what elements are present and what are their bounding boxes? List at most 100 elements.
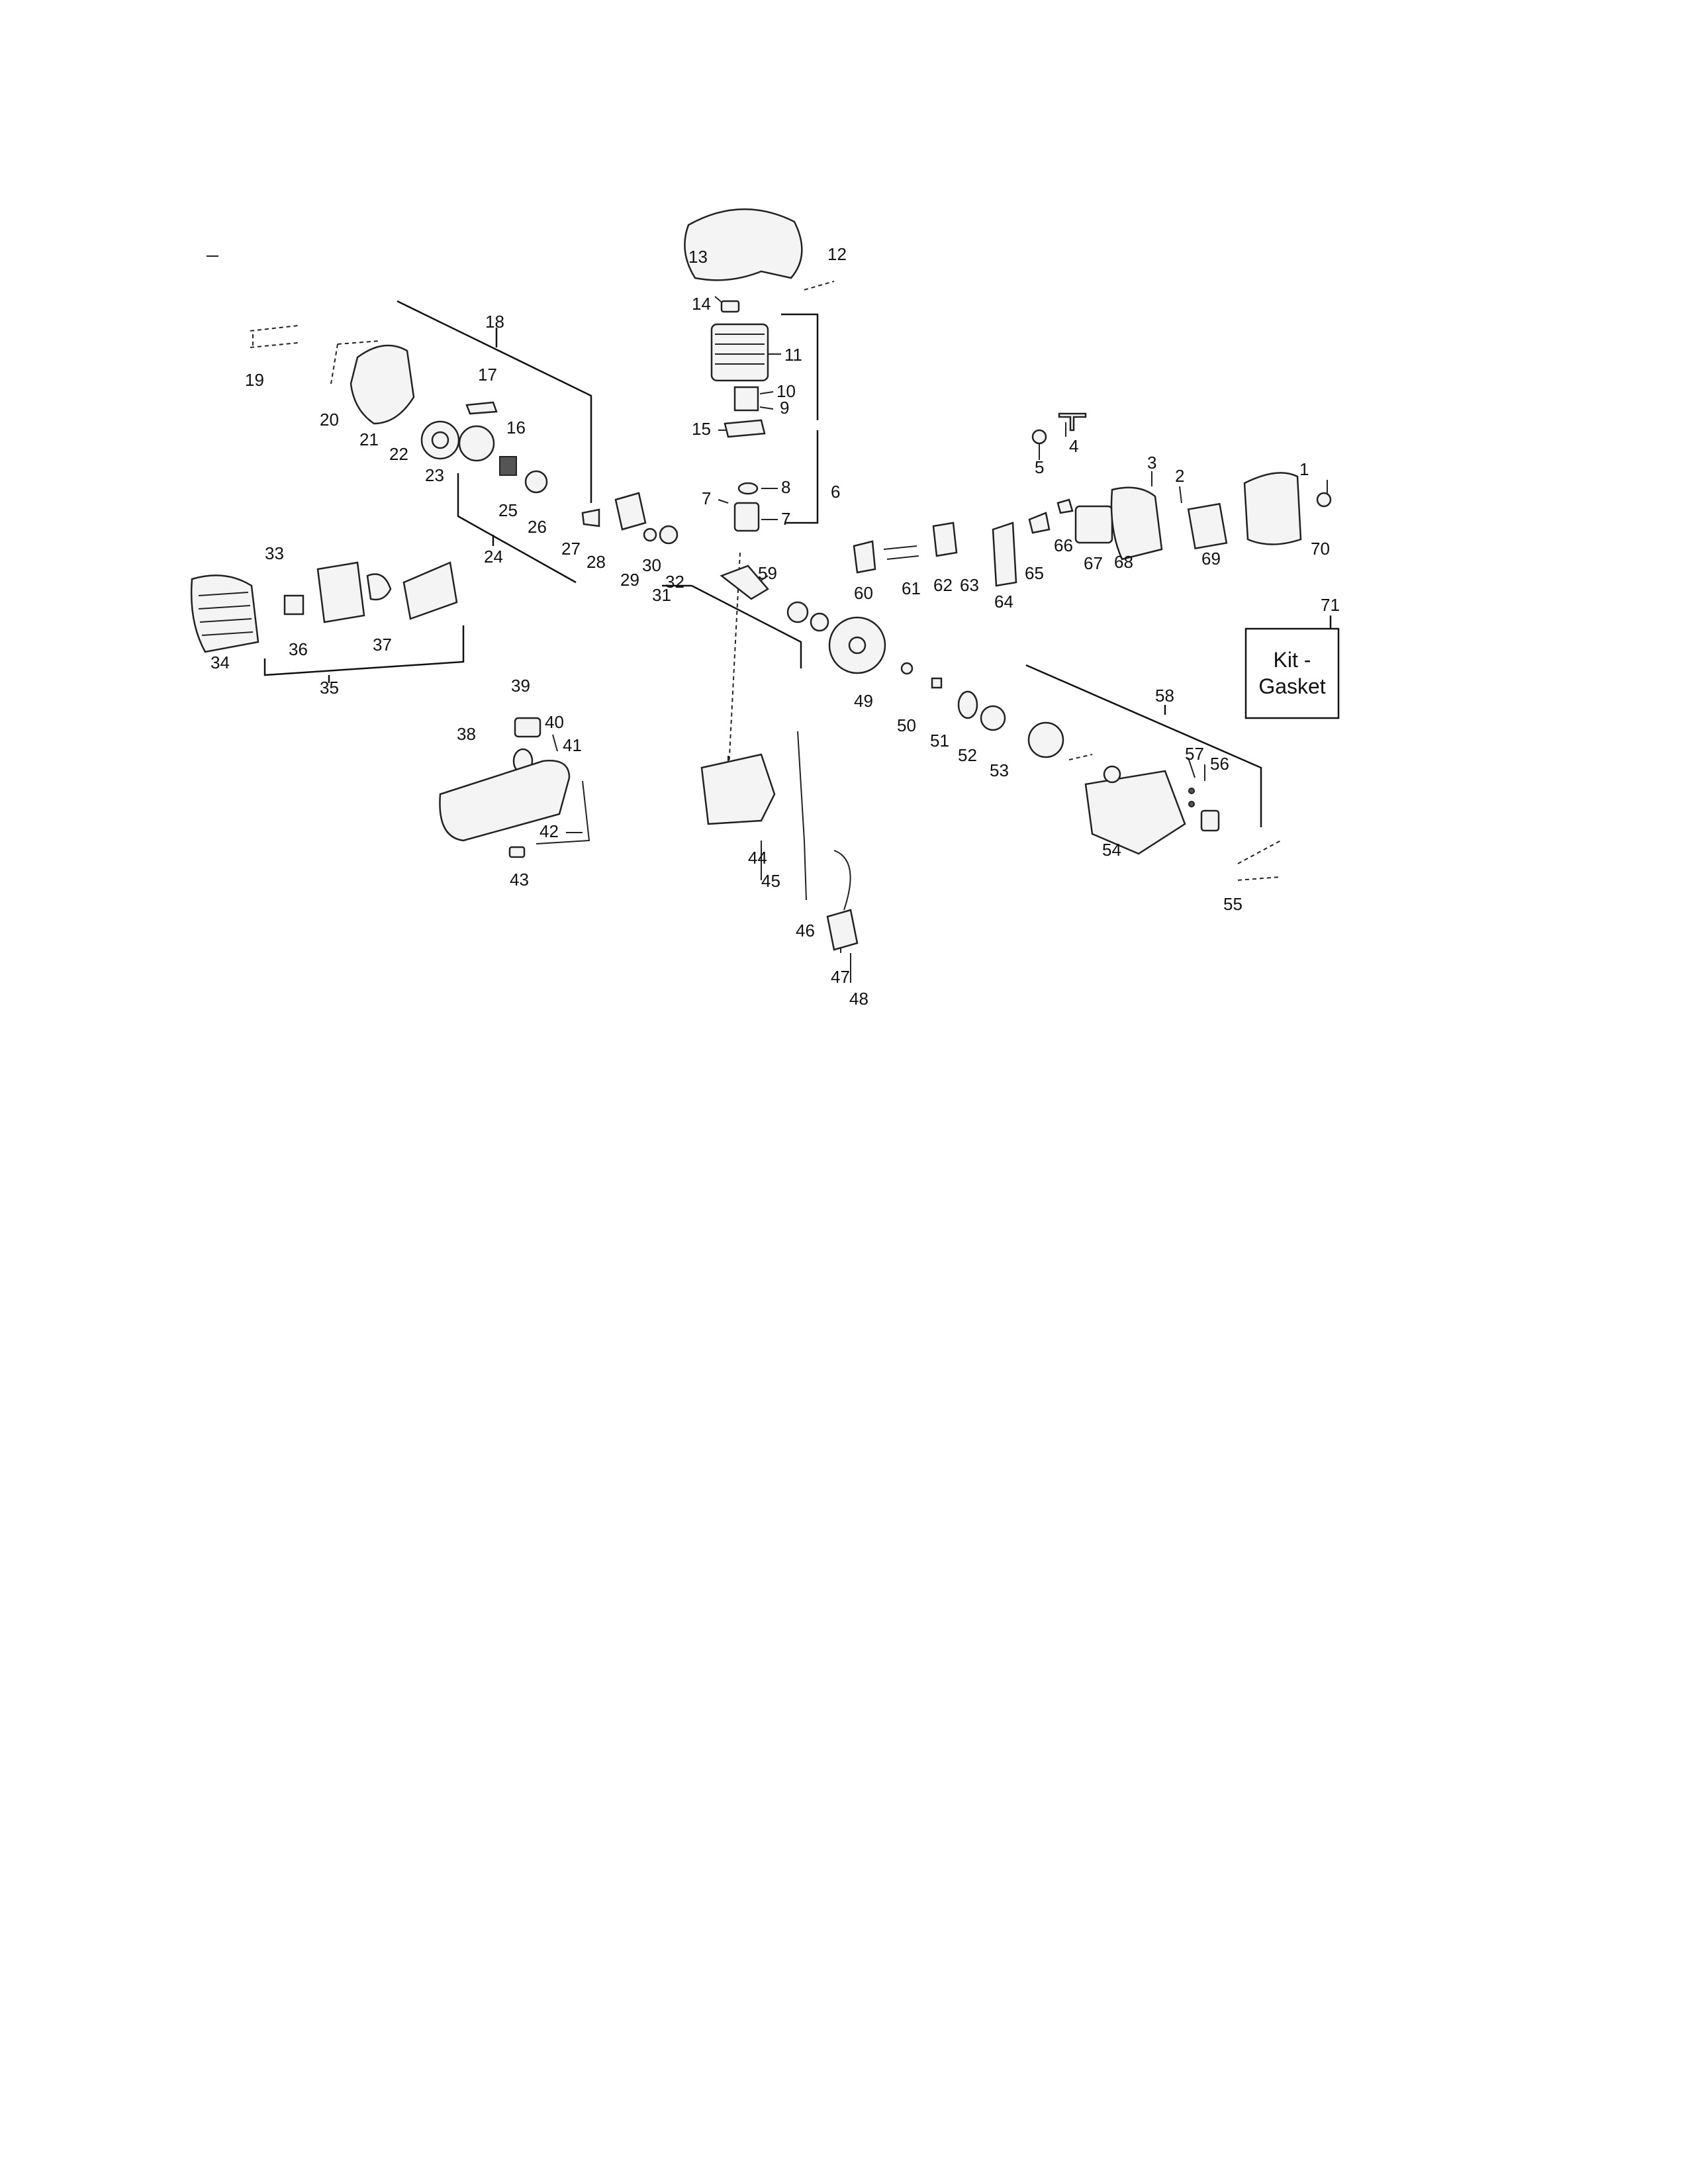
kit-box-line2: Gasket — [1258, 674, 1325, 698]
label-57: 57 — [1185, 744, 1204, 764]
carburetor — [1074, 505, 1113, 544]
label-28: 28 — [586, 552, 606, 572]
filter-36 — [283, 594, 305, 615]
bearing-left — [786, 601, 809, 623]
ignition-module — [826, 909, 859, 951]
label-64: 64 — [994, 592, 1013, 612]
label-43: 43 — [510, 870, 529, 889]
label-70: 70 — [1311, 539, 1330, 559]
spark-plug — [720, 300, 740, 313]
cylinder-cover — [684, 208, 803, 281]
piston-pin-ring — [737, 482, 759, 495]
label-37: 37 — [373, 635, 392, 655]
cylinder — [710, 323, 769, 382]
label-58: 58 — [1155, 686, 1174, 705]
wire-46 — [797, 731, 807, 901]
starter-handle — [465, 401, 498, 415]
crankshaft — [720, 565, 769, 600]
label-29: 29 — [620, 570, 639, 590]
label-22: 22 — [389, 444, 408, 464]
label-47: 47 — [831, 967, 850, 987]
label-9: 9 — [780, 398, 789, 418]
bushing-56 — [1200, 809, 1220, 832]
label-56: 56 — [1210, 754, 1229, 774]
label-39: 39 — [511, 676, 530, 696]
shroud — [316, 561, 365, 623]
label-5: 5 — [1035, 457, 1044, 477]
gasket-15 — [724, 419, 766, 438]
label-31: 31 — [652, 585, 671, 605]
knob-70 — [1316, 492, 1332, 508]
kit-gasket-box: Kit - Gasket — [1258, 648, 1325, 698]
label-14: 14 — [692, 294, 711, 314]
gasket-37 — [366, 573, 392, 601]
part-labels: 1 2 3 4 5 6 7 7 8 9 10 11 12 13 14 15 16… — [211, 244, 1340, 1009]
label-7b: 7 — [781, 509, 790, 529]
bolts-61 — [883, 545, 919, 560]
ball-57b — [1188, 801, 1195, 807]
label-54: 54 — [1102, 840, 1121, 860]
label-27: 27 — [561, 539, 581, 559]
label-19: 19 — [245, 370, 264, 390]
label-51: 51 — [930, 731, 949, 751]
label-17: 17 — [478, 365, 497, 385]
spring — [499, 456, 517, 476]
label-24: 24 — [484, 547, 503, 567]
air-filter — [1187, 502, 1228, 550]
air-cover — [1243, 472, 1302, 545]
part-29 — [614, 492, 647, 531]
label-59: 59 — [758, 563, 777, 583]
tool-4 — [1058, 412, 1087, 432]
label-40: 40 — [545, 712, 564, 732]
label-6: 6 — [831, 482, 840, 502]
clutch-53 — [980, 705, 1006, 731]
label-45: 45 — [761, 871, 780, 891]
label-68: 68 — [1114, 552, 1133, 572]
label-63: 63 — [960, 575, 979, 595]
label-7a: 7 — [702, 488, 711, 508]
label-18: 18 — [485, 312, 504, 332]
label-61: 61 — [902, 578, 921, 598]
fuel-tank — [439, 760, 571, 842]
crankcase — [700, 753, 776, 825]
bracket-plate — [402, 561, 458, 620]
washer-52 — [957, 690, 978, 719]
piston-ring — [733, 386, 759, 412]
plate-64 — [992, 522, 1017, 587]
label-49: 49 — [854, 691, 873, 711]
cover-34 — [190, 574, 259, 653]
insulator-62 — [932, 522, 958, 557]
label-3: 3 — [1147, 453, 1156, 473]
part-illustrations — [190, 208, 1332, 951]
part-65 — [1028, 512, 1051, 534]
gasket-60 — [853, 540, 876, 574]
label-26: 26 — [528, 517, 547, 537]
label-67: 67 — [1084, 553, 1103, 573]
label-62: 62 — [933, 575, 953, 595]
label-38: 38 — [457, 724, 476, 744]
gear-housing — [1084, 770, 1186, 855]
assembly-brackets — [263, 300, 1340, 827]
label-15: 15 — [692, 419, 711, 439]
label-23: 23 — [425, 465, 444, 485]
label-34: 34 — [211, 653, 230, 672]
label-41: 41 — [563, 735, 582, 755]
label-21: 21 — [359, 430, 379, 449]
label-4: 4 — [1069, 436, 1078, 456]
label-48: 48 — [849, 989, 868, 1009]
label-20: 20 — [320, 410, 339, 430]
kit-box-line1: Kit - — [1274, 648, 1311, 672]
label-55: 55 — [1223, 894, 1243, 914]
label-16: 16 — [506, 418, 526, 437]
label-30: 30 — [642, 555, 661, 575]
label-65: 65 — [1025, 563, 1044, 583]
label-10: 10 — [776, 381, 796, 401]
label-8: 8 — [781, 477, 790, 497]
seal-30 — [643, 527, 657, 542]
label-35: 35 — [320, 678, 339, 698]
piston — [733, 502, 760, 532]
fuel-cap — [514, 717, 541, 738]
hardware-indicators — [250, 281, 1282, 881]
starter-housing — [350, 344, 415, 425]
